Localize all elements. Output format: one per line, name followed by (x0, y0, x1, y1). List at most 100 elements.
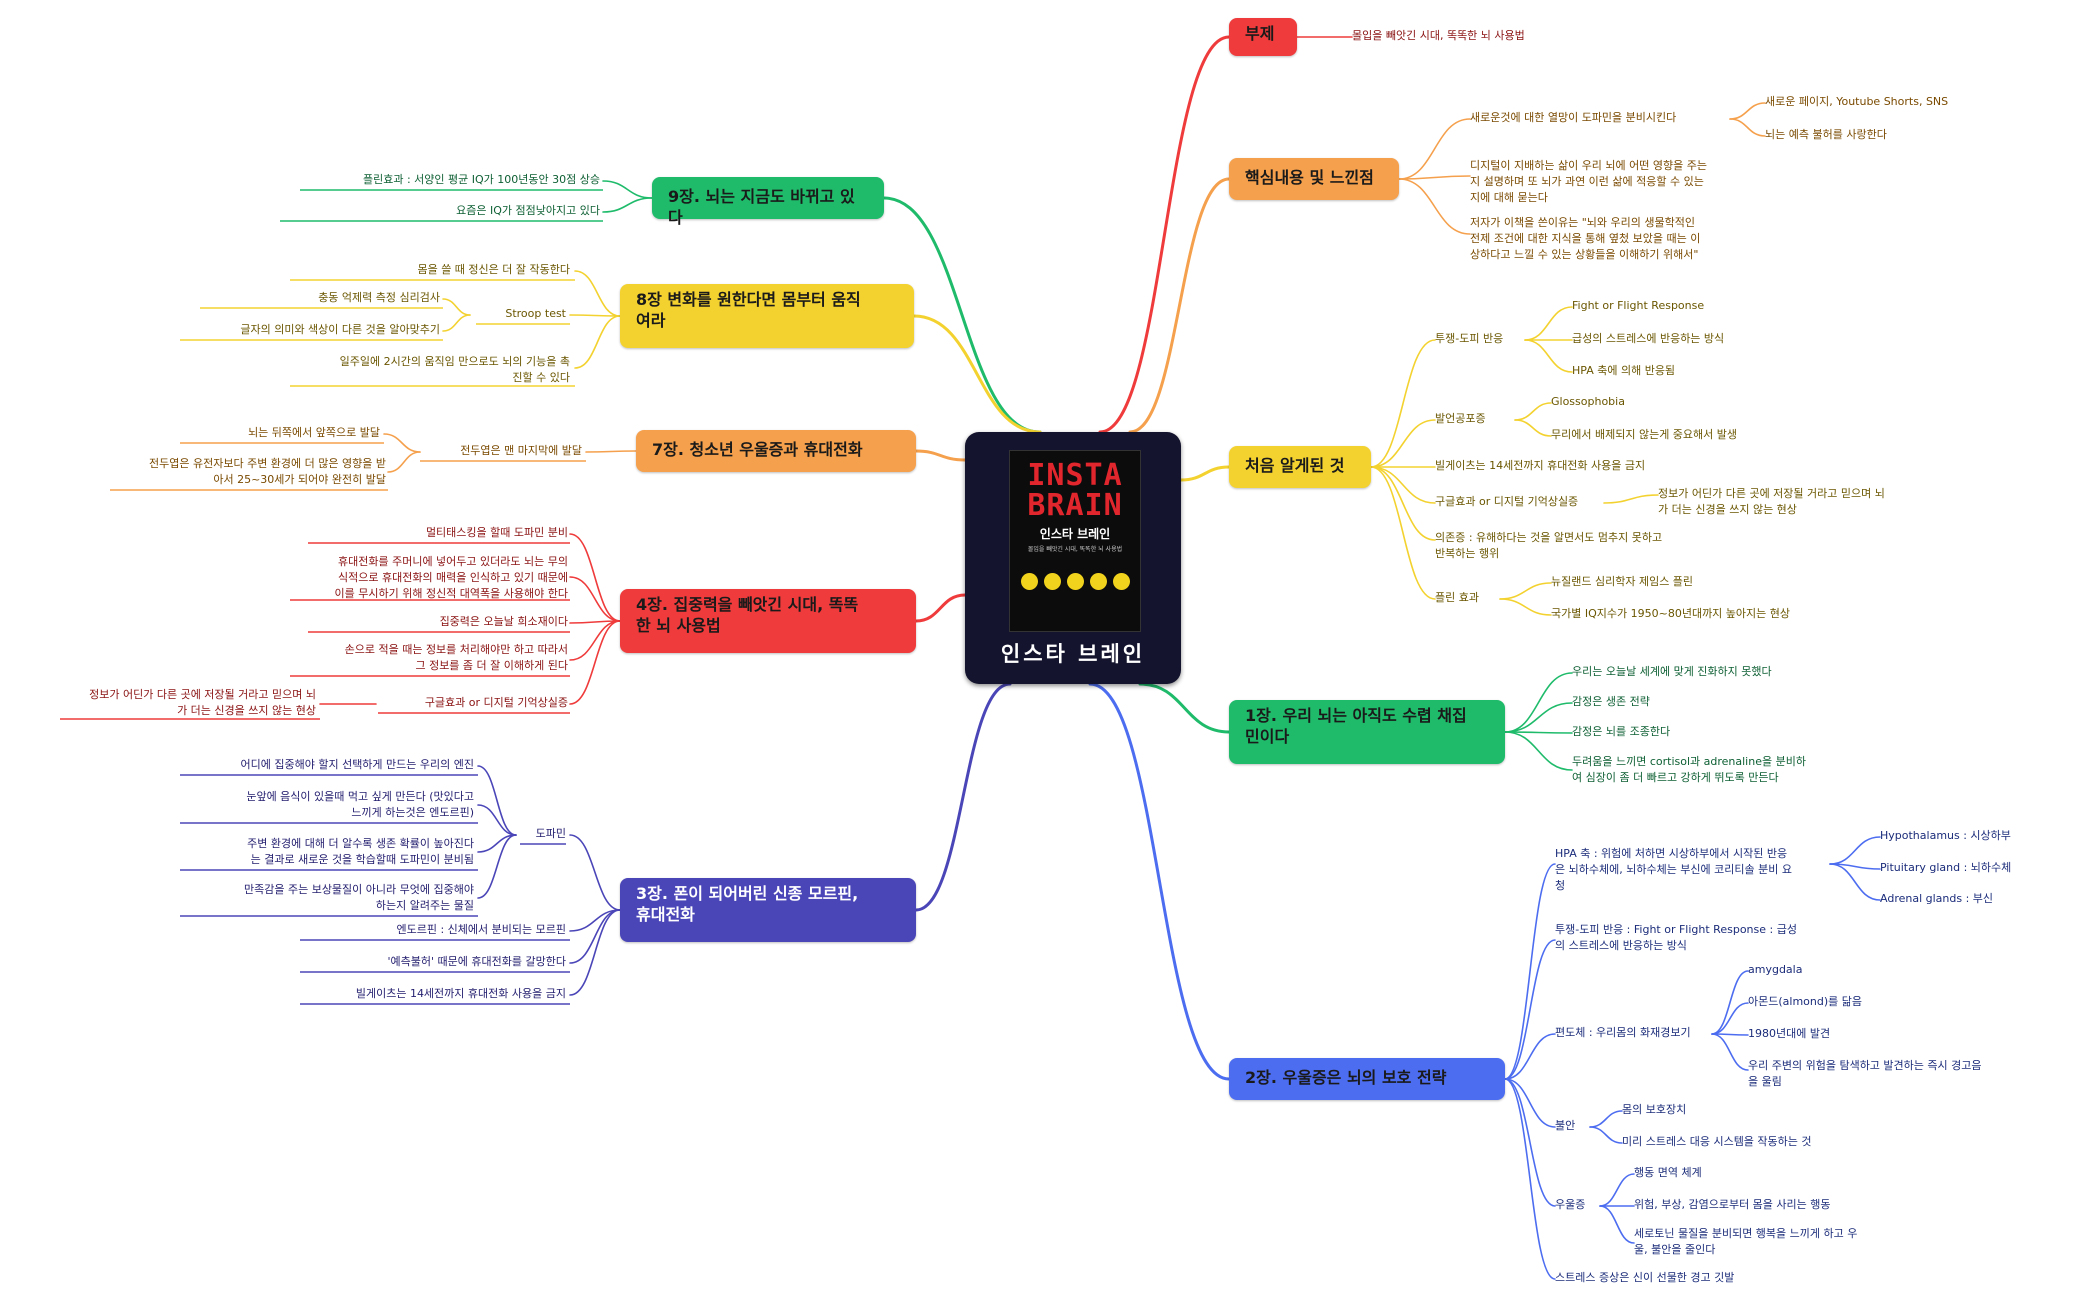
chapter-4-item[interactable]: 집중력은 오늘날 희소재이다 (439, 615, 568, 628)
sub-connector (1398, 175, 1471, 180)
key-insight-1-child[interactable]: 새로운 페이지, Youtube Shorts, SNS (1765, 95, 1949, 108)
branch-first-learned[interactable]: 처음 알게된 것 (1229, 446, 1371, 488)
branch-chapter-4[interactable]: 4장. 집중력을 빼앗긴 시대, 똑똑 한 뇌 사용법 (620, 589, 916, 653)
stroop-test-child[interactable]: 글자의 의미와 색상이 다른 것을 알아맞추기 (240, 323, 440, 336)
hpa-axis-child[interactable]: Adrenal glands : 부신 (1880, 892, 1994, 905)
key-insight-2[interactable]: 디지털이 지배하는 삶이 우리 뇌에 어떤 영향을 주는 지 설명하며 또 뇌가… (1470, 159, 1707, 204)
anxiety-child[interactable]: 미리 스트레스 대응 시스템을 작동하는 것 (1622, 1135, 1812, 1148)
branch-chapter-1[interactable]: 1장. 우리 뇌는 아직도 수렵 채집 민이다 (1229, 700, 1505, 764)
anxiety-label[interactable]: 불안 (1555, 1119, 1576, 1132)
google-effect-label[interactable]: 구글효과 or 디지털 기억상실증 (424, 696, 568, 709)
sub-connector (1499, 582, 1552, 600)
depression-child[interactable]: 행동 면역 체계 (1634, 1166, 1702, 1179)
sub-connector (1370, 339, 1436, 468)
google-effect-child[interactable]: 정보가 어딘가 다른 곳에 저장될 거라고 믿으며 뇌 가 더는 신경을 쓰지 … (1658, 487, 1885, 516)
chapter-3-item[interactable]: 빌게이츠는 14세전까지 휴대전화 사용을 금지 (355, 987, 566, 1000)
fight-flight-child[interactable]: Fight or Flight Response (1572, 299, 1705, 312)
fight-flight-label[interactable]: 투쟁-도피 반응 (1435, 332, 1504, 345)
main-connector (1138, 682, 1231, 734)
depression-label[interactable]: 우울증 (1555, 1198, 1586, 1211)
frontal-lobe-label[interactable]: 전두엽은 맨 마지막에 발달 (460, 444, 582, 457)
sub-connector (442, 314, 471, 332)
sub-connector (569, 314, 621, 317)
frontal-lobe-child[interactable]: 전두엽은 유전자보다 주변 환경에 더 많은 영향을 받 아서 25~30세가 … (149, 457, 386, 486)
fight-flight-item[interactable]: 투쟁-도피 반응 : Fight or Flight Response : 급성… (1555, 923, 1797, 952)
sub-connector (569, 576, 621, 622)
chapter-1-item[interactable]: 감정은 뇌를 조종한다 (1572, 725, 1671, 738)
dopamine-child[interactable]: 만족감을 주는 보상물질이 아니라 무엇에 집중해야 하는지 알려주는 물질 (243, 883, 474, 912)
amygdala-label[interactable]: 편도체 : 우리몸의 화재경보기 (1555, 1026, 1691, 1039)
dopamine-child[interactable]: 눈앞에 음식이 있을때 먹고 싶게 만든다 (맛있다고 느끼게 하는것은 엔도르… (246, 790, 474, 819)
branch-chapter-9[interactable]: 9장. 뇌는 지금도 바뀌고 있다 (652, 177, 884, 227)
key-insight-1-child[interactable]: 뇌는 예측 불허를 사랑한다 (1765, 128, 1887, 141)
branch-chapter-8[interactable]: 8장 변화를 원한다면 몸부터 움직 여라 (620, 284, 914, 348)
stress-warning-item[interactable]: 스트레스 증상은 신이 선물한 경고 깃발 (1555, 1271, 1735, 1284)
fight-flight-child[interactable]: HPA 축에 의해 반응됨 (1572, 364, 1676, 377)
frontal-lobe-child[interactable]: 뇌는 뒤쪽에서 앞쪽으로 발달 (248, 426, 380, 439)
subtitle-item[interactable]: 몰입을 빼앗긴 시대, 똑똑한 뇌 사용법 (1352, 29, 1525, 42)
cover-subtitle: 몰입을 빼앗긴 시대, 똑똑한 뇌 사용법 (1027, 546, 1123, 553)
cover-badge (1112, 573, 1130, 590)
speech-phobia-child[interactable]: 무리에서 배제되지 않는게 중요해서 발생 (1551, 428, 1738, 441)
sub-connector (1370, 466, 1436, 600)
cover-badge (1089, 573, 1107, 590)
chapter-1-item[interactable]: 감정은 생존 전략 (1572, 695, 1650, 708)
dopamine-child[interactable]: 주변 환경에 대해 더 알수록 생존 확률이 높아진다 는 결과로 새로운 것을… (247, 837, 474, 866)
central-topic-node[interactable]: INSTA BRAIN 인스타 브레인 몰입을 빼앗긴 시대, 똑똑한 뇌 사용… (965, 432, 1181, 684)
depression-child[interactable]: 세로토닌 물질을 분비되면 행복을 느끼게 하고 우 울, 불안을 줄인다 (1634, 1227, 1858, 1256)
key-insight-3[interactable]: 저자가 이책을 쓴이유는 "뇌와 우리의 생물학적인 전제 조건에 대한 지식을… (1470, 216, 1701, 261)
amygdala-child[interactable]: 우리 주변의 위험을 탐색하고 발견하는 즉시 경고음 을 울림 (1748, 1059, 1982, 1088)
hpa-axis-label[interactable]: HPA 축 : 위험에 처하면 시상하부에서 시작된 반응 은 뇌하수체에, 뇌… (1555, 847, 1792, 892)
sub-connector (602, 180, 653, 199)
chapter-8-item[interactable]: 일주일에 2시간의 움직임 만으로도 뇌의 기능을 촉 진할 수 있다 (339, 355, 570, 384)
branch-chapter-7[interactable]: 7장. 청소년 우울증과 휴대전화 (636, 430, 916, 472)
stroop-test-label[interactable]: Stroop test (505, 307, 566, 320)
chapter-4-item[interactable]: 멀티태스킹을 할때 도파민 분비 (425, 526, 568, 539)
branch-chapter-2[interactable]: 2장. 우울증은 뇌의 보호 전략 (1229, 1058, 1505, 1100)
chapter-9-item[interactable]: 플린효과 : 서양인 평균 IQ가 100년동안 30점 상승 (363, 173, 600, 186)
chapter-3-item[interactable]: 엔도르핀 : 신체에서 분비되는 모르핀 (396, 923, 567, 936)
sub-connector (1370, 466, 1436, 541)
amygdala-child[interactable]: 아몬드(almond)를 닮음 (1748, 995, 1862, 1008)
sub-connector (569, 909, 621, 996)
anxiety-child[interactable]: 몸의 보호장치 (1622, 1103, 1687, 1116)
branch-key-insights[interactable]: 핵심내용 및 느낀점 (1229, 158, 1399, 200)
hpa-axis-child[interactable]: Pituitary gland : 뇌하수체 (1880, 861, 2012, 874)
branch-subtitle[interactable]: 부제 (1229, 18, 1297, 56)
chapter-4-item[interactable]: 휴대전화를 주머니에 넣어두고 있더라도 뇌는 무의 식적으로 휴대전화의 매력… (334, 555, 569, 600)
chapter-9-item[interactable]: 요즘은 IQ가 점점낮아지고 있다 (456, 204, 600, 217)
fight-flight-child[interactable]: 급성의 스트레스에 반응하는 방식 (1572, 332, 1725, 345)
sub-connector (585, 450, 637, 453)
dopamine-child[interactable]: 어디에 집중해야 할지 선택하게 만드는 우리의 엔진 (240, 758, 475, 771)
main-connector (914, 682, 1012, 912)
stroop-test-child[interactable]: 충동 억제력 측정 심리검사 (318, 291, 440, 304)
chapter-1-item[interactable]: 두려움을 느끼면 cortisol과 adrenaline을 분비하 여 심장이… (1572, 755, 1806, 784)
main-connector (1179, 465, 1231, 482)
chapter-4-item[interactable]: 손으로 적을 때는 정보를 처리해야만 하고 따라서 그 정보를 좀 더 잘 이… (344, 643, 568, 672)
google-effect-child[interactable]: 정보가 어딘가 다른 곳에 저장될 거라고 믿으며 뇌 가 더는 신경을 쓰지 … (89, 688, 316, 717)
dopamine-label[interactable]: 도파민 (535, 827, 566, 840)
cover-badge (1043, 573, 1061, 590)
amygdala-child[interactable]: 1980년대에 발견 (1748, 1027, 1831, 1040)
chapter-1-item[interactable]: 우리는 오늘날 세계에 맞게 진화하지 못했다 (1572, 665, 1772, 678)
branch-chapter-3[interactable]: 3장. 폰이 되어버린 신종 모르핀, 휴대전화 (620, 878, 916, 942)
bill-gates-item[interactable]: 빌게이츠는 14세전까지 휴대전화 사용을 금지 (1435, 459, 1646, 472)
hpa-axis-child[interactable]: Hypothalamus : 시상하부 (1880, 829, 2011, 842)
speech-phobia-child[interactable]: Glossophobia (1551, 395, 1625, 408)
google-effect-label[interactable]: 구글효과 or 디지털 기억상실증 (1435, 495, 1579, 508)
depression-child[interactable]: 위험, 부상, 감염으로부터 몸을 사리는 행동 (1634, 1198, 1831, 1211)
speech-phobia-label[interactable]: 발언공포증 (1435, 412, 1486, 425)
main-connector (1088, 682, 1231, 1081)
chapter-8-item[interactable]: 몸을 쓸 때 정신은 더 잘 작동한다 (417, 263, 570, 276)
chapter-3-item[interactable]: '예측불허' 때문에 휴대전화를 갈망한다 (387, 955, 566, 968)
flynn-effect-label[interactable]: 플린 효과 (1435, 591, 1479, 604)
flynn-effect-child[interactable]: 국가별 IQ지수가 1950~80년대까지 높아지는 현상 (1551, 607, 1791, 620)
book-cover-image: INSTA BRAIN 인스타 브레인 몰입을 빼앗긴 시대, 똑똑한 뇌 사용… (1009, 450, 1141, 632)
amygdala-child[interactable]: amygdala (1748, 963, 1803, 976)
addiction-item[interactable]: 의존증 : 유해하다는 것을 알면서도 멈추지 못하고 반복하는 행위 (1435, 531, 1663, 560)
sub-connector (1524, 339, 1573, 373)
key-insight-1[interactable]: 새로운것에 대한 열망이 도파민을 분비시킨다 (1470, 111, 1677, 124)
sub-connector (574, 270, 621, 317)
flynn-effect-child[interactable]: 뉴질랜드 심리학자 제임스 플린 (1551, 575, 1694, 588)
